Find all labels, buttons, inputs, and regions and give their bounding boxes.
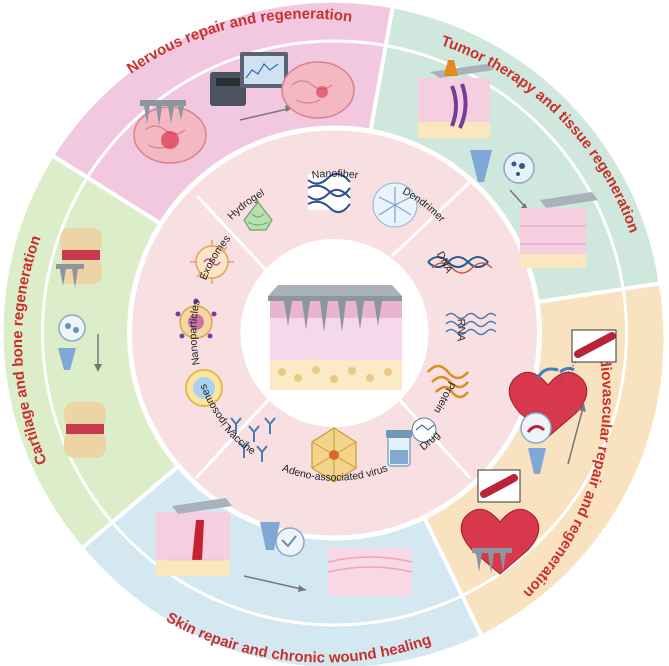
cargo-dividers — [194, 180, 472, 480]
label-nanoparticles: Nanoparticles — [187, 299, 202, 366]
microneedle-icon — [472, 548, 512, 574]
microneedle-icon — [140, 100, 186, 126]
hydrogel-icon — [243, 201, 273, 231]
dna-icon — [427, 256, 493, 274]
needle-tube-icon — [58, 348, 76, 370]
outer-separator-ring — [41, 39, 628, 627]
skin-illustration — [156, 498, 413, 596]
label-rna: RNA — [455, 318, 467, 341]
heart-icon — [460, 508, 540, 575]
arrow-icon — [239, 107, 293, 121]
liposome-icon — [185, 369, 223, 407]
dendrimer-icon — [372, 182, 418, 228]
petri-dish-icon — [58, 314, 86, 342]
label-nanofiber: Nanofiber — [311, 168, 359, 182]
nervous-illustration — [133, 52, 355, 164]
knee-joint-icon — [60, 228, 102, 284]
center-microneedle-skin-icon — [268, 285, 402, 390]
cartilage-illustration — [56, 228, 106, 458]
exosome-icon — [190, 240, 234, 284]
nanofiber-icon — [307, 172, 351, 214]
needle-tube-icon — [260, 522, 280, 550]
cardio-illustration — [460, 329, 617, 575]
tumor-illustration — [418, 60, 598, 268]
drug-vial-icon — [386, 417, 437, 467]
virus-icon — [311, 427, 357, 483]
needle-tube-icon — [470, 150, 492, 182]
rna-icon — [445, 312, 497, 336]
petri-dish-icon — [503, 152, 535, 184]
flame-icon — [444, 60, 458, 76]
healed-skin-icon — [328, 548, 412, 596]
antibody-icon — [230, 417, 276, 462]
protein-icon — [427, 364, 469, 399]
needle-tube-icon — [528, 448, 546, 474]
nanoparticle-icon — [175, 298, 217, 339]
skin-tissue-icon — [520, 208, 586, 262]
knee-joint-icon — [64, 402, 106, 458]
microneedle-icon — [56, 264, 84, 288]
